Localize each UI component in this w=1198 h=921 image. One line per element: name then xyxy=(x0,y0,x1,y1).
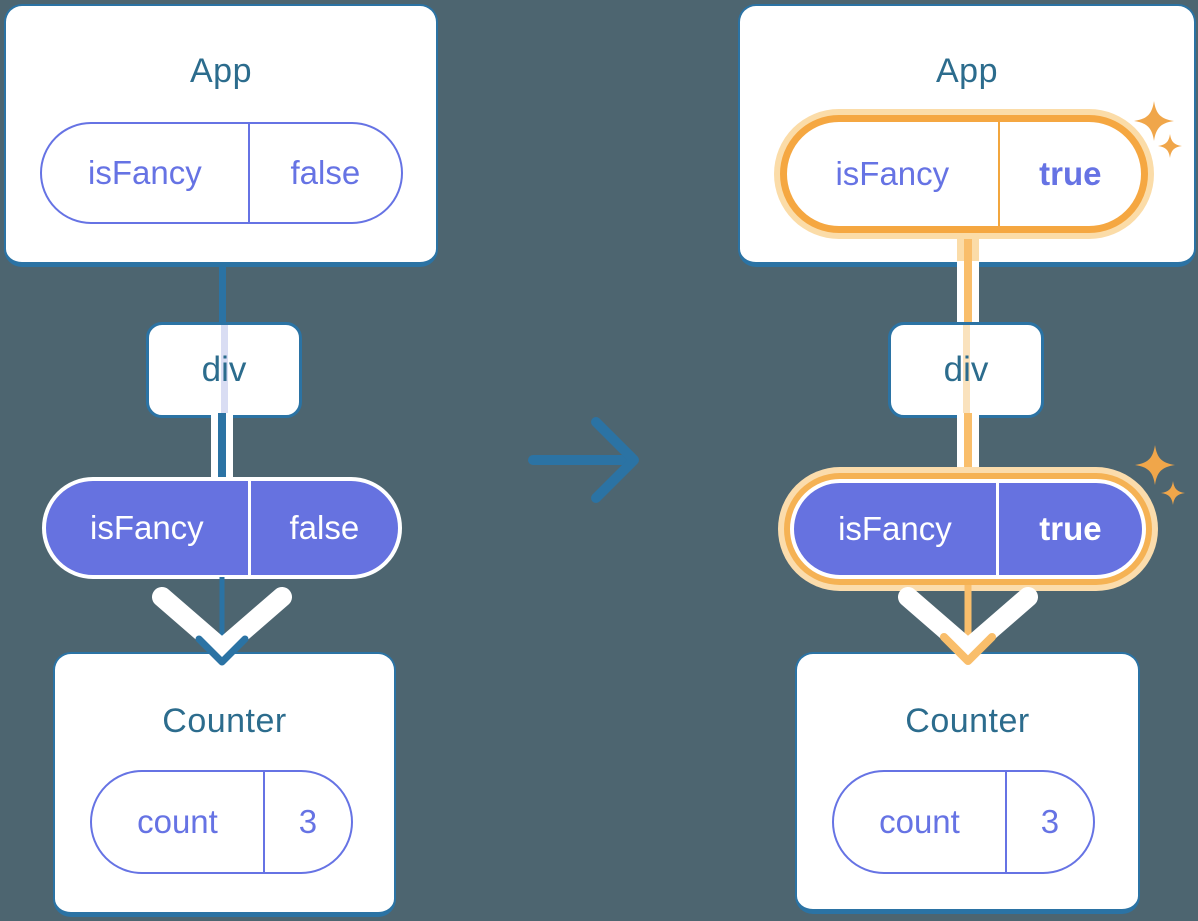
edge-div-to-prop-before xyxy=(211,413,233,479)
state-name-label: count xyxy=(879,803,960,840)
arrow-down-icon xyxy=(898,585,1038,665)
prop-value-label: true xyxy=(997,122,1141,226)
counter-component-title-before: Counter xyxy=(162,702,287,740)
edge-app-to-div-before xyxy=(219,263,226,325)
state-value-label: 3 xyxy=(262,772,351,872)
app-props-pill-after-highlighted: isFancy true xyxy=(780,115,1148,233)
prop-value-label: false xyxy=(247,124,401,222)
edge-app-to-div-after xyxy=(957,261,979,325)
app-component-title-after: App xyxy=(936,52,998,90)
counter-state-pill-after: count 3 xyxy=(832,770,1095,874)
passed-prop-pill-after-highlighted: isFancy true xyxy=(790,479,1146,579)
prop-value-label: false xyxy=(247,481,398,575)
sparkle-icon xyxy=(1135,445,1185,505)
passed-prop-pill-before: isFancy false xyxy=(42,477,402,579)
app-component-title-before: App xyxy=(190,52,252,90)
state-value-label: 3 xyxy=(1004,772,1093,872)
prop-name-label: isFancy xyxy=(88,154,202,191)
counter-component-title-after: Counter xyxy=(905,702,1030,740)
prop-trace-through-div-after xyxy=(962,325,970,415)
prop-value-label: true xyxy=(995,483,1142,575)
prop-name-label: isFancy xyxy=(89,509,204,546)
state-name-label: count xyxy=(137,803,218,840)
edge-app-to-div-after-glow xyxy=(957,235,979,261)
div-element-label-after: div xyxy=(943,350,989,389)
prop-name-label: isFancy xyxy=(835,155,950,192)
div-element-box-before: div xyxy=(146,322,302,418)
arrow-right-icon xyxy=(528,417,639,503)
prop-name-label: isFancy xyxy=(838,510,952,547)
edge-div-to-prop-after xyxy=(957,413,979,483)
div-element-box-after: div xyxy=(888,322,1044,418)
app-props-pill-before: isFancy false xyxy=(40,122,403,224)
arrow-down-icon xyxy=(152,577,292,666)
counter-state-pill-before: count 3 xyxy=(90,770,353,874)
div-element-label-before: div xyxy=(201,350,247,389)
prop-trace-through-div-before xyxy=(220,325,228,415)
